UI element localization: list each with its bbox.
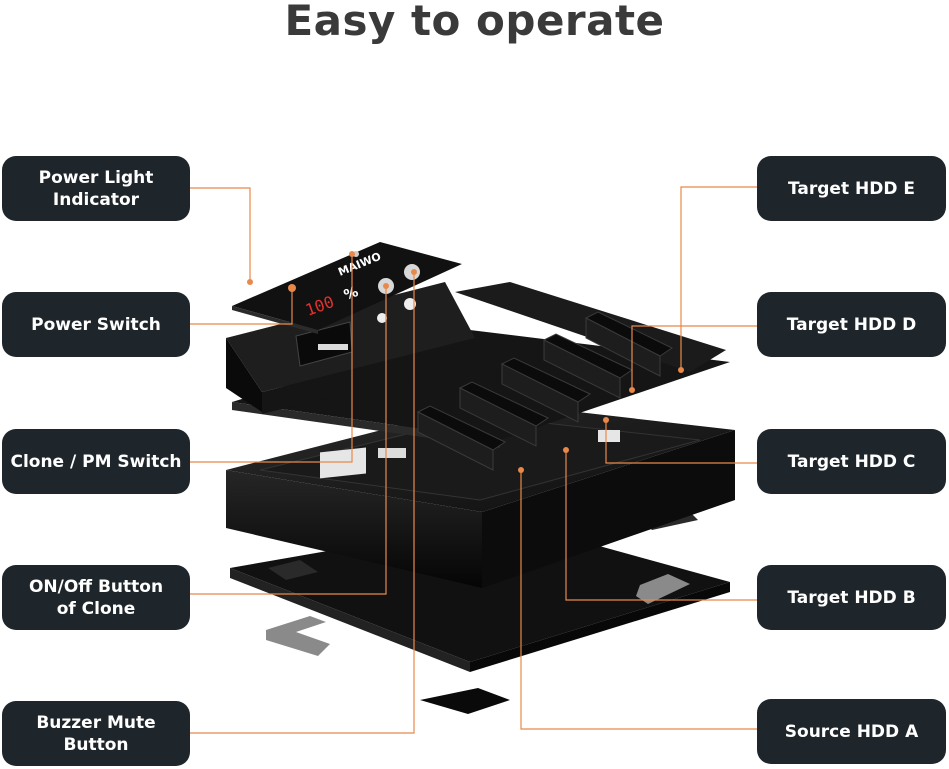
- leader-dots: [247, 251, 684, 473]
- label-target-hdd-b: Target HDD B: [757, 565, 946, 630]
- label-power-switch: Power Switch: [2, 292, 190, 357]
- control-box: [226, 282, 475, 414]
- page-title: Easy to operate: [284, 0, 665, 45]
- display-percent: %: [342, 284, 361, 304]
- sata-connectors: [416, 311, 674, 471]
- label-target-hdd-e: Target HDD E: [757, 156, 946, 221]
- leader-lines: [190, 186, 757, 734]
- label-clone-pm-switch: Clone / PM Switch: [2, 429, 190, 494]
- label-target-hdd-c: Target HDD C: [757, 429, 946, 494]
- label-source-hdd-a: Source HDD A: [757, 699, 946, 764]
- foot-bottom: [420, 688, 510, 714]
- foot-left: [266, 616, 330, 656]
- foot-right: [636, 574, 690, 604]
- label-target-hdd-d: Target HDD D: [757, 292, 946, 357]
